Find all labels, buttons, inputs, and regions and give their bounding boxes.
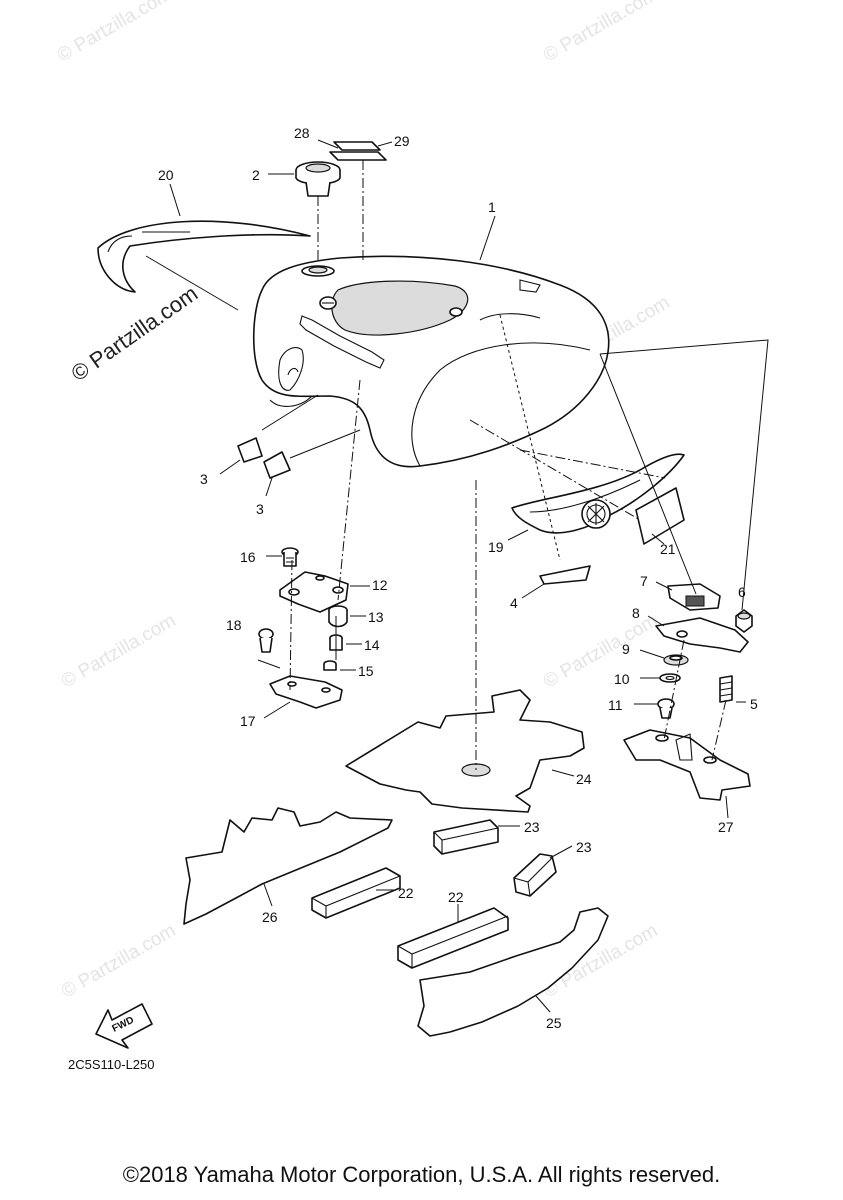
callout-23: 23	[524, 819, 540, 835]
watermark: © Partzilla.com	[540, 0, 661, 66]
part-25-side-cover	[417, 907, 609, 1037]
callout-5: 5	[750, 696, 758, 712]
callout-3: 3	[256, 501, 264, 517]
fwd-arrow: FWD	[95, 1003, 153, 1049]
part-6-nut	[735, 609, 753, 633]
part-21-label	[635, 487, 685, 545]
callouts: 1 2 3 3 4 5 6 7 8 9 10 11 12 13 14 15 16…	[158, 125, 758, 1031]
part-2-fuel-cap	[295, 161, 341, 197]
diagram-code: 2C5S110-L250	[68, 1057, 155, 1072]
callout-25: 25	[546, 1015, 562, 1031]
callout-29: 29	[394, 133, 410, 149]
part-4-decal	[539, 565, 591, 585]
watermark: © Partzilla.com	[58, 610, 179, 692]
part-7-clip	[667, 583, 721, 611]
part-24-pad	[345, 689, 585, 813]
part-19-emblem	[511, 453, 685, 534]
part-18-screw	[258, 628, 274, 653]
callout-6: 6	[738, 584, 746, 600]
part-5-stud	[719, 675, 733, 703]
callout-3: 3	[200, 471, 208, 487]
callout-9: 9	[622, 641, 630, 657]
leader-lines	[145, 160, 769, 770]
callout-26: 26	[262, 909, 278, 925]
callout-1: 1	[488, 199, 496, 215]
part-12-bracket	[279, 571, 349, 613]
part-13-damper	[328, 605, 348, 628]
callout-14: 14	[364, 637, 380, 653]
callout-17: 17	[240, 713, 256, 729]
part-22-block-bottom	[397, 907, 509, 969]
watermark: © Partzilla.com	[54, 0, 175, 66]
callout-2: 2	[252, 167, 260, 183]
callout-22: 22	[398, 885, 414, 901]
part-23-block-right	[513, 853, 557, 897]
copyright-notice: ©2018 Yamaha Motor Corporation, U.S.A. A…	[122, 1162, 721, 1187]
part-10-washer	[659, 673, 681, 683]
part-26-side-cover	[183, 807, 393, 925]
callout-19: 19	[488, 539, 504, 555]
callout-10: 10	[614, 671, 630, 687]
callout-22: 22	[448, 889, 464, 905]
callout-4: 4	[510, 595, 518, 611]
part-8-stay	[655, 617, 749, 653]
callout-20: 20	[158, 167, 174, 183]
callout-23: 23	[576, 839, 592, 855]
callout-27: 27	[718, 819, 734, 835]
callout-21: 21	[660, 541, 676, 557]
part-3-strips	[237, 437, 291, 479]
callout-7: 7	[640, 573, 648, 589]
callout-15: 15	[358, 663, 374, 679]
part-28-29-labels	[329, 141, 387, 161]
part-20-tank-cover	[97, 220, 311, 293]
callout-24: 24	[576, 771, 592, 787]
watermark: © Partzilla.com	[58, 920, 179, 1002]
part-9-damper	[663, 654, 689, 666]
part-22-block-left	[311, 867, 401, 919]
callout-16: 16	[240, 549, 256, 565]
part-27-bracket	[623, 729, 751, 801]
callout-8: 8	[632, 605, 640, 621]
part-16-bolt	[281, 547, 299, 567]
callout-13: 13	[368, 609, 384, 625]
callout-12: 12	[372, 577, 388, 593]
part-23-block-top	[433, 819, 499, 855]
callout-18: 18	[226, 617, 242, 633]
callout-11: 11	[608, 697, 623, 713]
callout-28: 28	[294, 125, 310, 141]
part-1-fuel-tank	[252, 255, 610, 468]
part-17-bracket	[269, 675, 343, 709]
watermark-large: © Partzilla.com	[67, 281, 203, 387]
part-15-bolt	[323, 660, 337, 671]
